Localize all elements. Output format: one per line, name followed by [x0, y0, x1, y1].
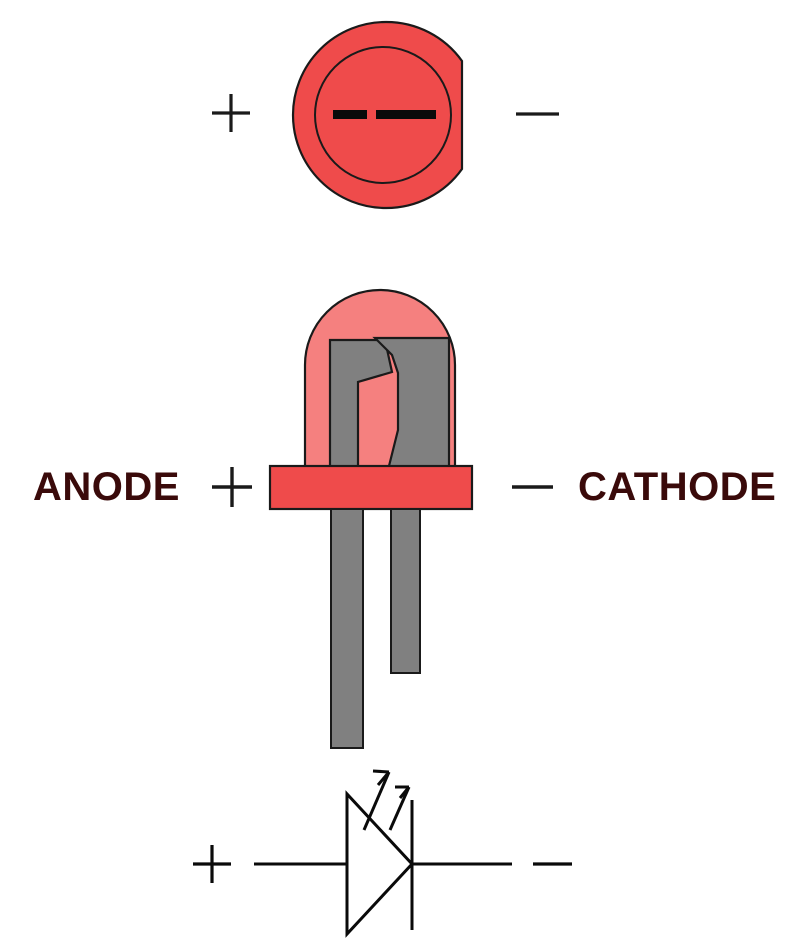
led-flange-base [268, 464, 474, 511]
side-view-group: ANODE CATHODE [33, 288, 776, 749]
anode-label: ANODE [33, 465, 180, 509]
led-top-anode-dash [333, 110, 367, 119]
schematic-plus-icon [193, 845, 231, 883]
top-view-group [212, 20, 559, 210]
led-cathode-lead [390, 508, 421, 674]
schematic-light-arrow-2 [388, 785, 411, 831]
led-cathode-cup [372, 336, 451, 480]
schematic-symbol-group [193, 769, 572, 938]
top-view-plus-icon [212, 94, 250, 132]
led-top-cathode-dash [376, 110, 436, 119]
schematic-light-arrow-1 [362, 769, 391, 831]
led-anode-lead [330, 508, 364, 749]
side-view-plus-icon [212, 467, 252, 507]
cathode-label: CATHODE [578, 465, 776, 509]
schematic-diode-triangle [345, 790, 415, 938]
